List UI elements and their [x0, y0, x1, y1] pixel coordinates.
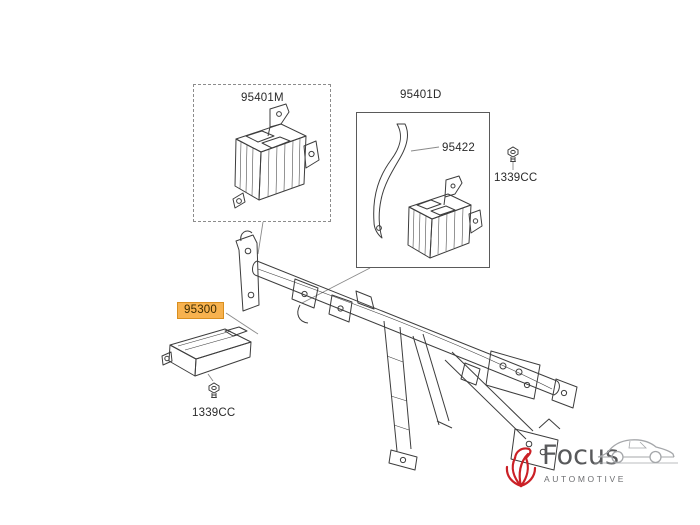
module-95401d-drawing — [407, 175, 483, 259]
part-label-1339cc-bottom: 1339CC — [192, 407, 236, 419]
focus-automotive-logo: Focus AUTOMOTIVE — [498, 432, 698, 496]
part-label-95401d: 95401D — [400, 89, 442, 101]
part-label-95300[interactable]: 95300 — [177, 302, 224, 319]
logo-brand-text: Focus — [542, 440, 620, 471]
bracket-95422-drawing — [373, 123, 408, 239]
bolt-icon — [507, 146, 519, 162]
group-box-95401m — [193, 84, 331, 222]
module-95401m-drawing — [232, 103, 320, 209]
logo-subtitle-text: AUTOMOTIVE — [544, 474, 627, 484]
group-box-95401d — [356, 112, 490, 268]
part-label-95422: 95422 — [442, 142, 475, 154]
car-silhouette-icon — [594, 439, 678, 464]
part-label-95401m: 95401M — [241, 92, 284, 104]
part-label-1339cc-top: 1339CC — [494, 172, 538, 184]
crossbar-assembly-drawing — [235, 230, 578, 471]
flower-burst-icon — [505, 447, 537, 488]
module-95300-drawing — [161, 326, 252, 377]
bolt-icon — [208, 382, 220, 398]
leader-lines — [207, 146, 514, 382]
